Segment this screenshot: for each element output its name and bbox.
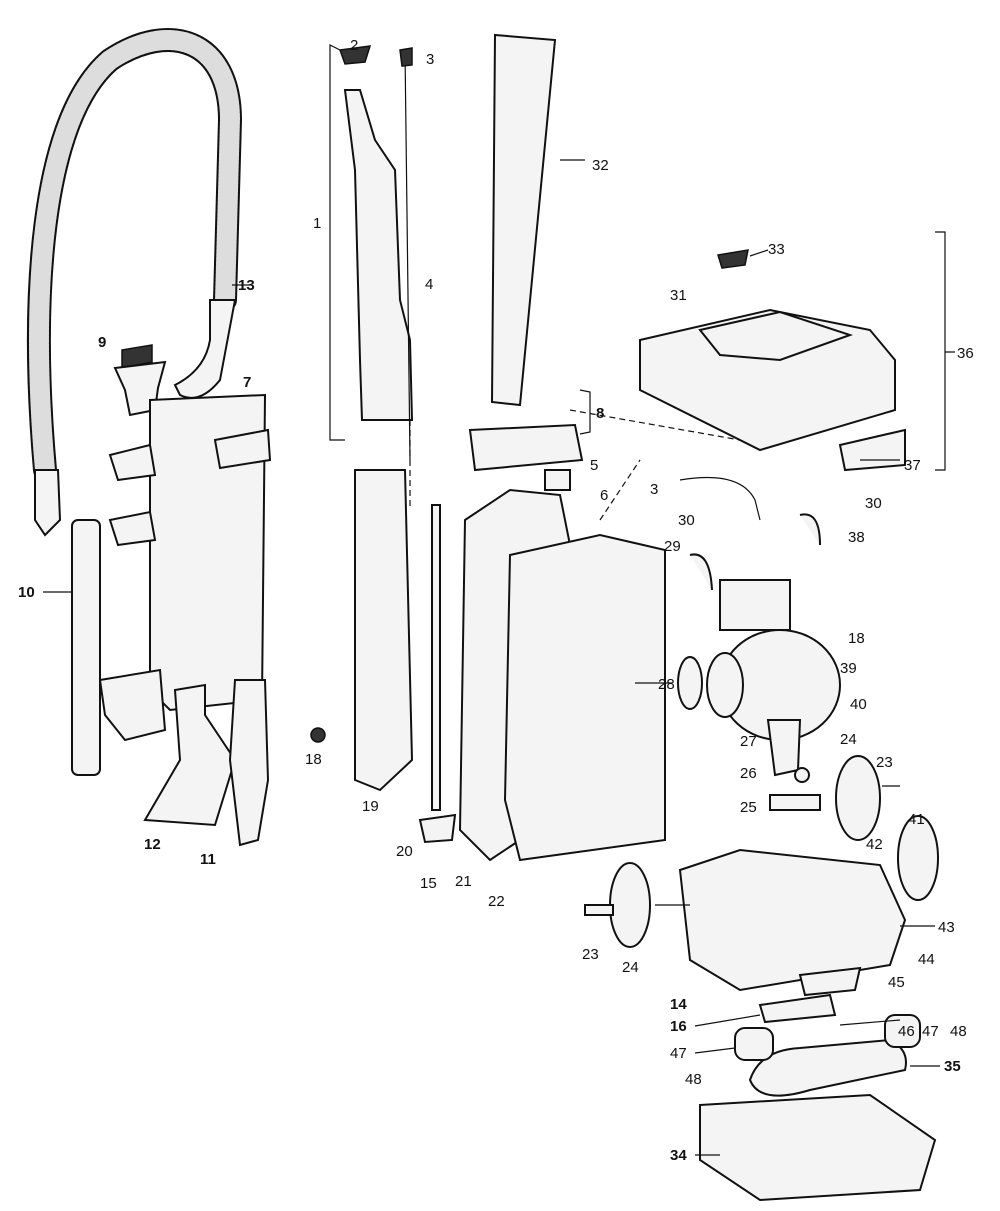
label-43: 43	[938, 919, 955, 936]
label-48b: 48	[685, 1071, 702, 1088]
label-22: 22	[488, 893, 505, 910]
label-30b: 30	[865, 495, 882, 512]
upholstery-tool	[143, 683, 237, 827]
label-30a: 30	[678, 512, 695, 529]
label-33: 33	[768, 241, 785, 258]
button-26	[794, 767, 810, 783]
label-6: 6	[600, 487, 608, 504]
strap	[689, 553, 713, 591]
label-2: 2	[350, 37, 358, 54]
label-37: 37	[904, 457, 921, 474]
label-24a: 24	[840, 731, 857, 748]
label-9: 9	[98, 334, 106, 351]
label-47b: 47	[670, 1045, 687, 1062]
label-27: 27	[740, 733, 757, 750]
label-34: 34	[670, 1147, 687, 1164]
rear-housing	[354, 469, 414, 792]
switch	[544, 469, 571, 491]
label-35: 35	[944, 1058, 961, 1075]
label-40: 40	[850, 696, 867, 713]
front-panel	[490, 33, 557, 407]
wheel-right	[835, 755, 881, 841]
label-23a: 23	[876, 754, 893, 771]
label-32: 32	[592, 157, 609, 174]
bag-cover	[468, 423, 584, 472]
label-10: 10	[18, 584, 35, 601]
label-25: 25	[740, 799, 757, 816]
label-21: 21	[455, 873, 472, 890]
label-4: 4	[425, 276, 433, 293]
bottom-plate	[699, 1093, 937, 1202]
strap-right	[799, 513, 821, 546]
label-8: 8	[596, 405, 604, 422]
wheel-left	[609, 862, 651, 948]
end-cap-right	[884, 1014, 921, 1048]
hose	[27, 28, 243, 537]
label-45: 45	[888, 974, 905, 991]
label-20: 20	[396, 843, 413, 860]
label-48a: 48	[950, 1023, 967, 1040]
part-labels: 1 2 3 4 32 13 9 7 8 33 31 36 37 3 5 6 30…	[18, 37, 974, 1164]
label-19: 19	[362, 798, 379, 815]
hose-caddy-frame	[98, 393, 272, 742]
label-44: 44	[918, 951, 935, 968]
label-16: 16	[670, 1018, 687, 1035]
motor-assembly	[677, 513, 841, 741]
label-3: 3	[426, 51, 434, 68]
bracket-45	[798, 966, 862, 997]
label-7: 7	[243, 374, 251, 391]
screw-18	[310, 727, 326, 743]
base	[678, 848, 907, 992]
label-12: 12	[144, 836, 161, 853]
label-39: 39	[840, 660, 857, 677]
label-41: 41	[908, 811, 925, 828]
belt-ring	[897, 815, 939, 901]
belt-lever	[758, 993, 837, 1024]
label-46: 46	[898, 1023, 915, 1040]
extension-wand	[71, 519, 101, 776]
bag-door	[503, 533, 666, 862]
leader-lines	[43, 284, 940, 1156]
handle-assembly	[329, 44, 414, 510]
label-42: 42	[866, 836, 883, 853]
label-11: 11	[200, 851, 216, 868]
label-15: 15	[420, 875, 437, 892]
label-1: 1	[313, 215, 321, 232]
label-36: 36	[957, 345, 974, 362]
label-28: 28	[658, 676, 675, 693]
rod	[431, 504, 441, 811]
label-14: 14	[670, 996, 687, 1013]
label-24b: 24	[622, 959, 639, 976]
fan-ring	[677, 656, 703, 710]
pivot-25	[769, 794, 821, 811]
crevice-tool	[228, 679, 270, 847]
axle	[584, 904, 614, 916]
label-38: 38	[848, 529, 865, 546]
label-31: 31	[670, 287, 687, 304]
label-5: 5	[590, 457, 598, 474]
latch	[766, 719, 802, 777]
label-47a: 47	[922, 1023, 939, 1040]
bracket	[418, 813, 457, 844]
label-29: 29	[664, 538, 681, 555]
label-3b: 3	[650, 481, 658, 498]
hood-assembly	[639, 231, 955, 472]
end-cap-left	[734, 1027, 774, 1061]
label-26: 26	[740, 765, 757, 782]
label-23b: 23	[582, 946, 599, 963]
label-18b: 18	[305, 751, 322, 768]
label-18a: 18	[848, 630, 865, 647]
